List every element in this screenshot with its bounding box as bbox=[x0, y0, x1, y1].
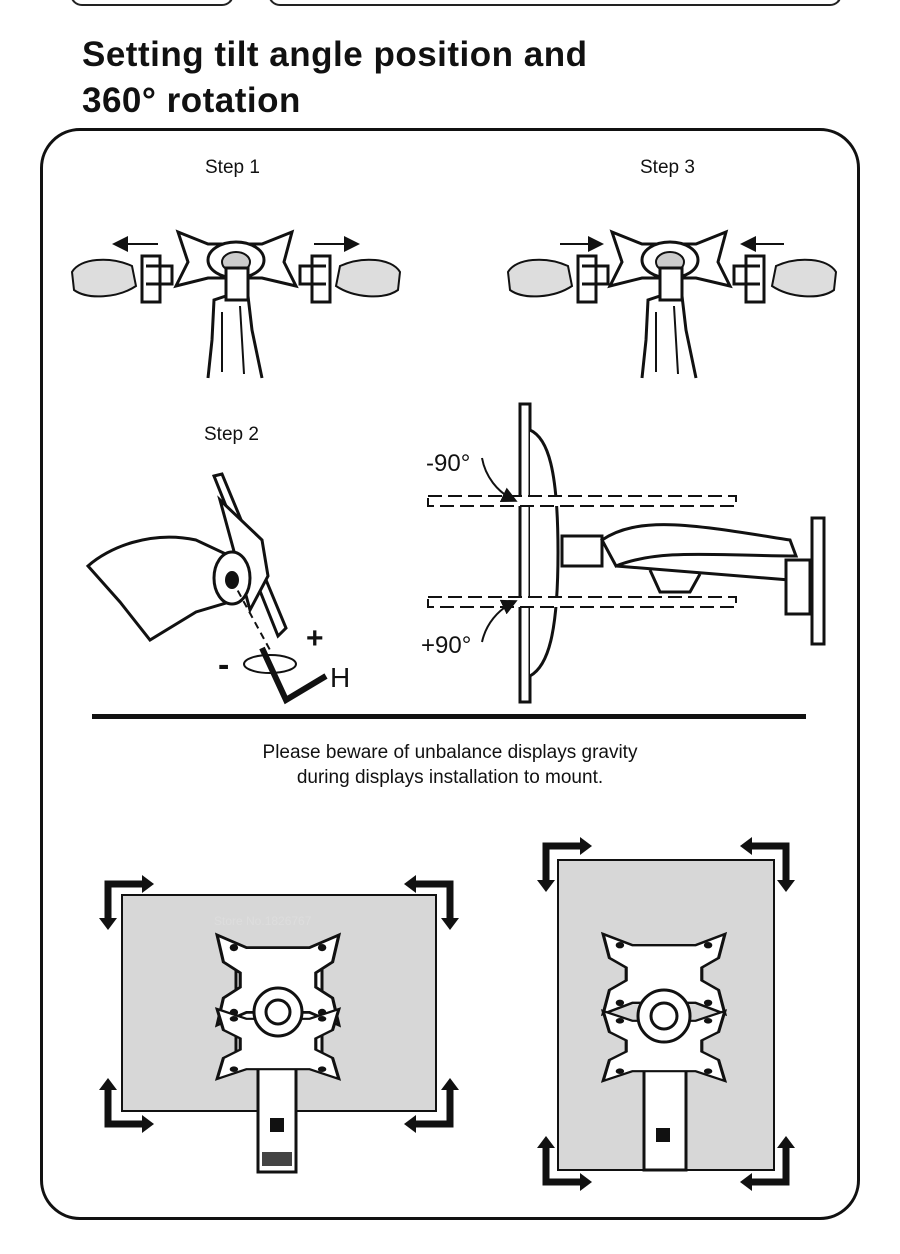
landscape-screen bbox=[121, 894, 437, 1174]
tilt-plus-90-label: +90° bbox=[421, 632, 472, 659]
tilt-side-view bbox=[427, 402, 826, 704]
step-3-label: Step 3 bbox=[640, 157, 695, 178]
title-line-2: 360° rotation bbox=[82, 81, 301, 120]
step-2-label: Step 2 bbox=[204, 424, 259, 445]
warning-line-1: Please beware of unbalance displays grav… bbox=[262, 742, 638, 763]
section-divider bbox=[92, 714, 806, 719]
step-3-illustration bbox=[506, 229, 838, 379]
warning-line-2: during displays installation to mount. bbox=[296, 767, 604, 788]
gravity-warning-note: Please beware of unbalance displays grav… bbox=[90, 740, 810, 790]
step-2-illustration bbox=[85, 472, 328, 705]
step-1-label: Step 1 bbox=[205, 157, 260, 178]
wrench-minus-sign: - bbox=[218, 646, 230, 684]
instruction-panel bbox=[40, 128, 860, 1220]
page-title: Setting tilt angle position and 360° rot… bbox=[82, 32, 587, 124]
wrench-h-label: H bbox=[330, 662, 351, 693]
title-line-1: Setting tilt angle position and bbox=[82, 35, 588, 74]
wrench-plus-sign: + bbox=[306, 622, 324, 655]
store-watermark: Store No.1826767 bbox=[214, 914, 312, 928]
step-1-illustration bbox=[70, 229, 402, 379]
tilt-minus-90-label: -90° bbox=[426, 450, 471, 477]
portrait-screen bbox=[557, 859, 775, 1172]
